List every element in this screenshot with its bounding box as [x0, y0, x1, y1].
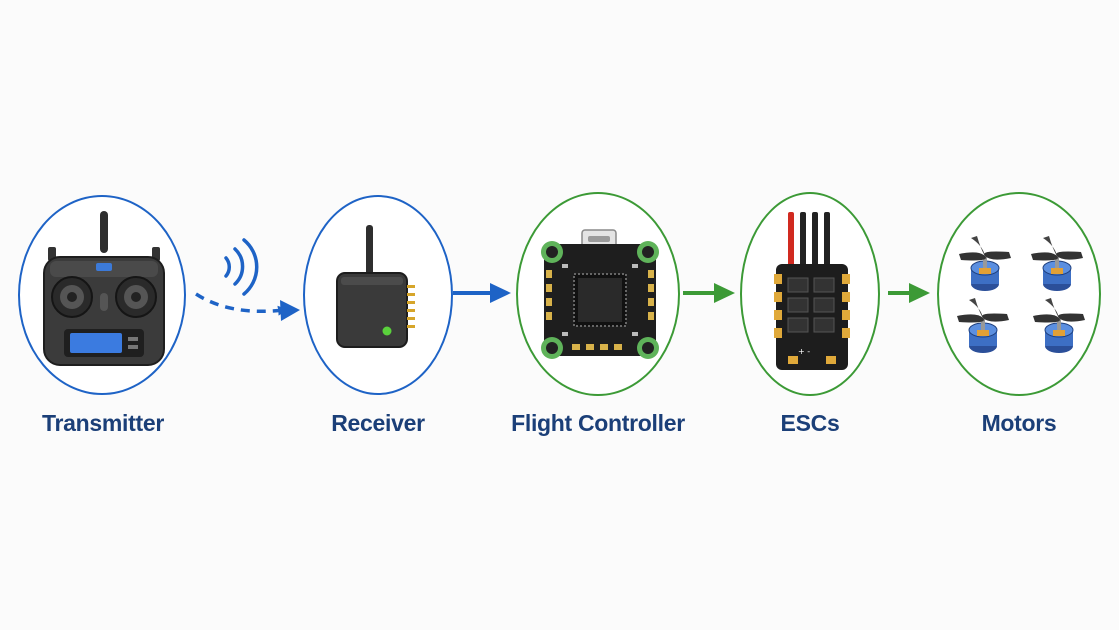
arrow-transmitter-to-receiver: [195, 292, 288, 316]
stage-label-transmitter: Transmitter: [42, 410, 164, 436]
stage-label-motors: Motors: [981, 410, 1057, 436]
arrowhead: [490, 283, 511, 303]
transmitter-node: [18, 195, 186, 395]
esc-board-icon: + -: [774, 212, 850, 370]
escs-node: + -: [740, 192, 880, 396]
svg-text:+ -: + -: [798, 347, 810, 356]
stage-label-flight-controller: Flight Controller: [511, 410, 685, 436]
arrowhead: [280, 300, 300, 321]
arrowhead: [714, 283, 735, 303]
flight-controller-board-icon: [541, 229, 659, 359]
receiver-icon: [336, 225, 415, 348]
wireless-waves-icon: [224, 238, 259, 296]
motors-node: [937, 192, 1101, 396]
stage-label-receiver: Receiver: [331, 410, 425, 436]
receiver-node: [303, 195, 453, 395]
flight-controller-node: [516, 192, 680, 396]
radio-transmitter-icon: [43, 211, 165, 366]
motors-with-propellers-icon: [956, 235, 1086, 354]
stage-label-escs: ESCs: [780, 410, 840, 436]
arrowhead: [909, 283, 930, 303]
